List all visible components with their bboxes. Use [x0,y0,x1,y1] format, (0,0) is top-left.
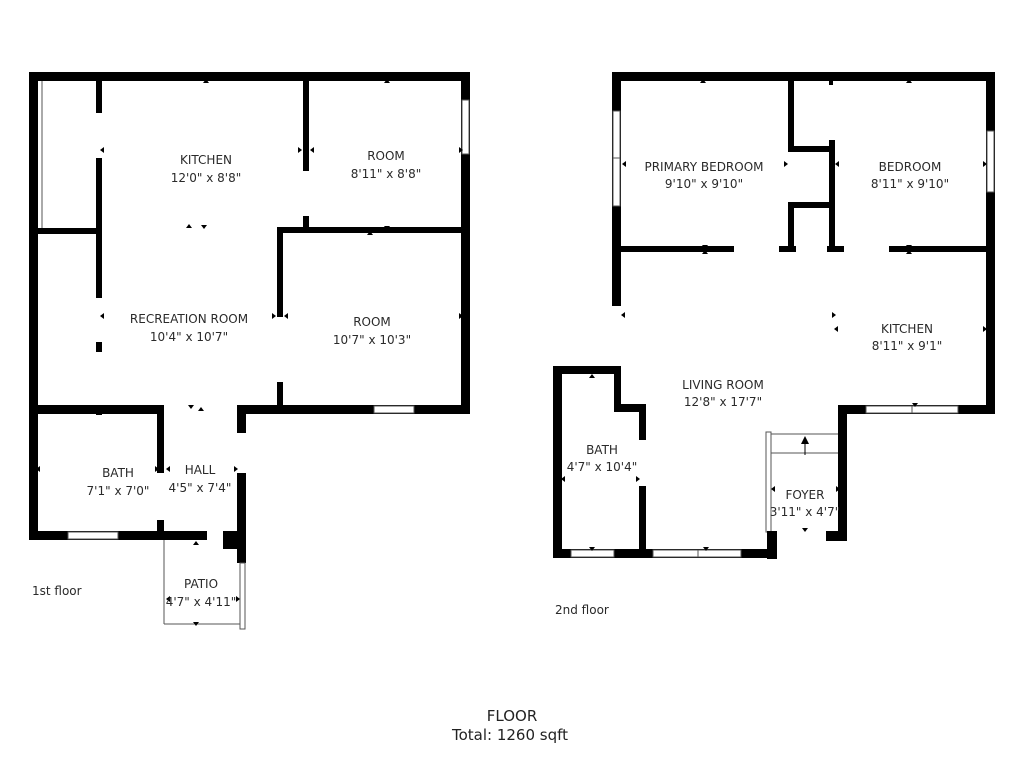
wall [829,140,835,250]
wall [614,404,646,412]
room-dims-patio: 4'7" x 4'11" [166,595,237,609]
room-name-kitchen-2: KITCHEN [881,322,933,336]
room-dims-living-room: 12'8" x 17'7" [684,395,762,409]
wall [788,202,832,208]
wall [38,228,102,234]
room-name-primary-bedroom: PRIMARY BEDROOM [644,160,763,174]
wall [788,202,794,248]
wall [986,72,995,414]
room-dims-bedroom: 8'11" x 9'10" [871,177,949,191]
footer-title: FLOOR [487,707,538,725]
wall [303,216,309,230]
wall [157,520,164,532]
wall [96,342,102,352]
room-dims-kitchen: 12'0" x 8'8" [171,171,242,185]
window [67,531,119,540]
wall [96,81,102,113]
window [373,405,415,414]
wall [29,72,470,81]
wall [889,246,995,252]
room-dims-kitchen-2: 8'11" x 9'1" [872,339,943,353]
room-dims-recreation-room: 10'4" x 10'7" [150,330,228,344]
floor-label-second: 2nd floor [555,603,609,617]
room-name-bath-2: BATH [586,443,618,457]
wall [639,404,646,440]
wall [303,81,309,171]
wall [553,366,621,374]
wall [614,366,621,410]
room-name-kitchen: KITCHEN [180,153,232,167]
room-dims-foyer: 3'11" x 4'7" [770,505,841,519]
wall [826,531,847,541]
wall [29,72,38,540]
wall [612,246,734,252]
wall [829,81,833,85]
wall [157,405,164,473]
wall [237,473,246,563]
wall [788,146,832,152]
room-dims-room-upper: 8'11" x 8'8" [351,167,422,181]
dimension-ticks [561,79,987,551]
room-dims-bath: 7'1" x 7'0" [87,484,150,498]
wall [223,531,246,549]
room-name-room-upper: ROOM [367,149,405,163]
room-name-bedroom: BEDROOM [879,160,942,174]
wall [237,405,246,433]
window [652,549,742,558]
dimension-ticks [36,79,463,626]
wall [96,405,102,415]
window [461,99,470,155]
room-name-patio: PATIO [184,577,218,591]
room-dims-hall: 4'5" x 7'4" [169,481,232,495]
room-name-hall: HALL [185,463,216,477]
wall [767,531,777,559]
room-dims-primary-bedroom: 9'10" x 9'10" [665,177,743,191]
wall [237,405,470,414]
wall [788,81,794,151]
room-name-room-lower: ROOM [353,315,391,329]
second-floor-plan: PRIMARY BEDROOM 9'10" x 9'10" BEDROOM 8'… [553,72,995,617]
patio-rail [239,562,246,630]
floor-label-first: 1st floor [32,584,82,598]
wall [277,227,283,317]
wall [553,366,562,558]
stair-arrow-icon [801,436,809,444]
room-dims-bath-2: 4'7" x 10'4" [567,460,638,474]
window [986,130,995,193]
window [570,549,615,558]
room-name-bath: BATH [102,466,134,480]
wall [612,72,995,81]
wall [827,246,844,252]
wall [277,227,470,233]
wall [639,486,646,558]
wall [461,72,470,414]
wall [277,382,283,412]
footer-total-area: Total: 1260 sqft [451,726,568,744]
first-floor-plan: KITCHEN 12'0" x 8'8" ROOM 8'11" x 8'8" R… [29,72,470,630]
room-name-living-room: LIVING ROOM [682,378,764,392]
room-dims-room-lower: 10'7" x 10'3" [333,333,411,347]
room-name-recreation-room: RECREATION ROOM [130,312,248,326]
wall [838,405,847,541]
wall [612,246,621,306]
wall [779,246,796,252]
room-name-foyer: FOYER [786,488,825,502]
